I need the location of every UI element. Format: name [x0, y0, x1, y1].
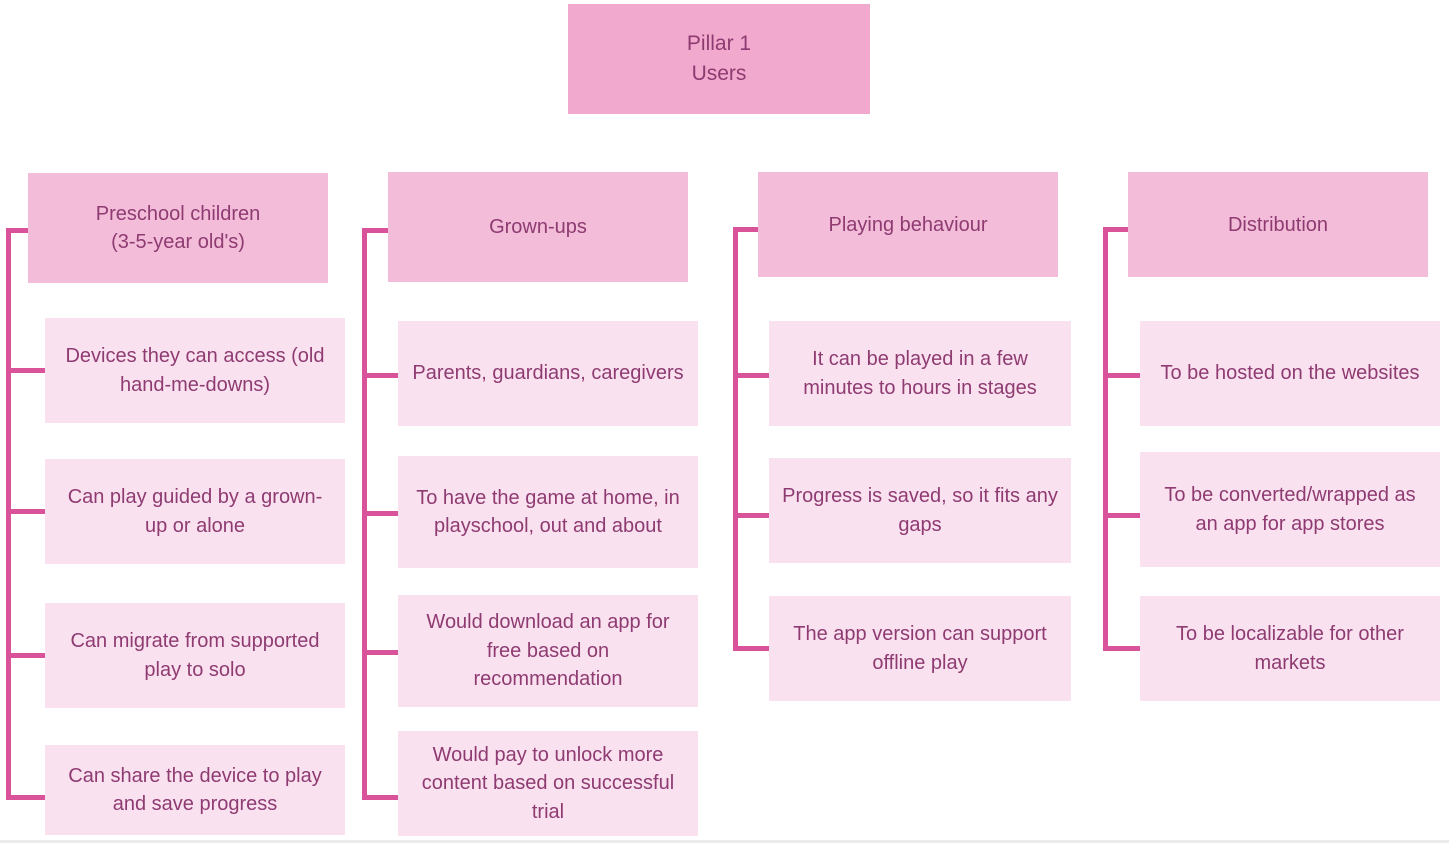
child-node-label: Devices they can access (old hand-me-dow… [65, 345, 325, 396]
column-header-grown-ups[interactable]: Grown-ups [388, 172, 688, 282]
column-header-preschool-children[interactable]: Preschool children (3-5-year old's) [28, 173, 328, 283]
connector-branch-col-2-child-4 [362, 795, 400, 800]
connector-branch-col-1-child-2 [6, 509, 46, 514]
root-node-pillar-1[interactable]: Pillar 1 Users [568, 4, 870, 114]
child-node-label: To be converted/wrapped as an app for ap… [1164, 484, 1416, 535]
child-node-col2-3[interactable]: Would download an app for free based on … [398, 595, 698, 707]
column-header-line-1: Grown-ups [489, 216, 587, 238]
connector-branch-col-3-child-2 [733, 513, 771, 518]
child-node-col2-1[interactable]: Parents, guardians, caregivers [398, 321, 698, 426]
connector-branch-col-4-child-2 [1103, 513, 1143, 518]
child-node-col2-2[interactable]: To have the game at home, in playschool,… [398, 456, 698, 568]
column-header-distribution[interactable]: Distribution [1128, 172, 1428, 277]
child-node-label: It can be played in a few minutes to hou… [803, 348, 1037, 399]
child-node-col1-3[interactable]: Can migrate from supported play to solo [45, 603, 345, 708]
connector-branch-col-4-child-3 [1103, 646, 1143, 651]
connector-branch-col-2-child-2 [362, 511, 400, 516]
connector-trunk-col-1 [6, 228, 11, 800]
column-header-line-1: Playing behaviour [828, 213, 988, 236]
child-node-label: Would download an app for free based on … [426, 611, 670, 691]
child-node-col1-2[interactable]: Can play guided by a grown-up or alone [45, 459, 345, 564]
connector-branch-col-3-header [733, 227, 766, 232]
child-node-col3-2[interactable]: Progress is saved, so it fits any gaps [769, 458, 1071, 563]
child-node-col2-4[interactable]: Would pay to unlock more content based o… [398, 731, 698, 836]
child-node-label: To have the game at home, in playschool,… [416, 486, 680, 537]
child-node-label: To be localizable for other markets [1176, 623, 1404, 674]
connector-trunk-col-3 [733, 227, 738, 651]
child-node-col4-2[interactable]: To be converted/wrapped as an app for ap… [1140, 452, 1440, 567]
child-node-label: The app version can support offline play [793, 623, 1047, 674]
child-node-col4-1[interactable]: To be hosted on the websites [1140, 321, 1440, 426]
child-node-col3-1[interactable]: It can be played in a few minutes to hou… [769, 321, 1071, 426]
child-node-col3-3[interactable]: The app version can support offline play [769, 596, 1071, 701]
child-node-col1-1[interactable]: Devices they can access (old hand-me-dow… [45, 318, 345, 423]
column-header-playing-behaviour[interactable]: Playing behaviour [758, 172, 1058, 277]
connector-branch-col-3-child-1 [733, 373, 771, 378]
child-node-label: Can migrate from supported play to solo [70, 630, 320, 681]
connector-branch-col-4-header [1103, 227, 1136, 232]
child-node-label: Parents, guardians, caregivers [412, 362, 684, 385]
connector-branch-col-1-child-1 [6, 368, 46, 373]
connector-branch-col-3-child-3 [733, 646, 771, 651]
bottom-divider [0, 840, 1449, 843]
connector-branch-col-1-child-3 [6, 653, 46, 658]
root-node-title: Pillar 1 [686, 31, 752, 55]
connector-trunk-col-4 [1103, 227, 1108, 651]
connector-branch-col-1-child-4 [6, 795, 46, 800]
child-node-col4-3[interactable]: To be localizable for other markets [1140, 596, 1440, 701]
child-node-col1-4[interactable]: Can share the device to play and save pr… [45, 745, 345, 835]
child-node-label: Progress is saved, so it fits any gaps [782, 485, 1058, 536]
connector-branch-col-2-child-1 [362, 373, 400, 378]
connector-branch-col-1-header [6, 228, 44, 233]
connector-branch-col-4-child-1 [1103, 373, 1143, 378]
connector-branch-col-2-header [362, 228, 396, 233]
column-header-line-2: (3-5-year old's) [111, 231, 245, 253]
child-node-label: Would pay to unlock more content based o… [421, 743, 675, 823]
root-node-subtitle: Users [691, 62, 747, 85]
child-node-label: Can share the device to play and save pr… [68, 764, 322, 815]
column-header-line-1: Preschool children [95, 203, 261, 225]
connector-branch-col-2-child-3 [362, 650, 400, 655]
child-node-label: To be hosted on the websites [1160, 362, 1420, 385]
child-node-label: Can play guided by a grown-up or alone [67, 486, 323, 537]
column-header-line-1: Distribution [1227, 213, 1329, 236]
